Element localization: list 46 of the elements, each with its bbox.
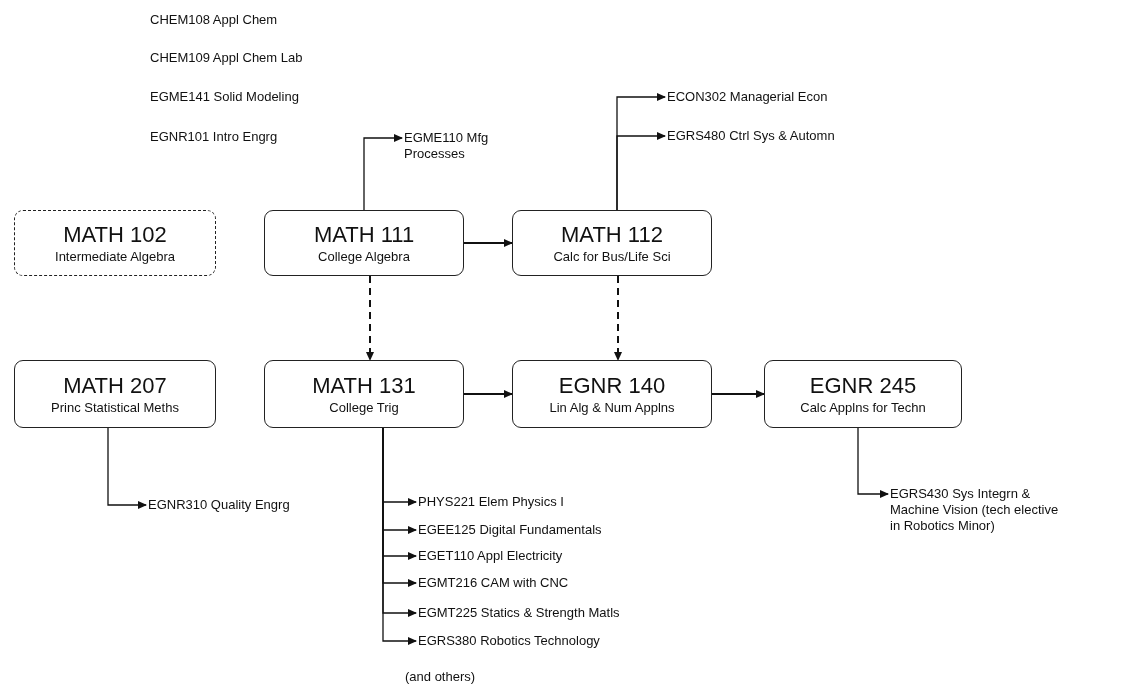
note-text: CHEM108 Appl Chem bbox=[150, 12, 278, 28]
course-name: ECON302 Managerial Econ bbox=[667, 89, 828, 105]
course-name: EGRS480 Ctrl Sys & Automn bbox=[667, 128, 835, 144]
course-name: EGET110 Appl Electricity bbox=[418, 548, 563, 564]
course-box bbox=[264, 360, 464, 428]
course-name: EGME110 Mfg Processes bbox=[404, 130, 500, 162]
course-name: EGMT225 Statics & Strength Matls bbox=[418, 605, 620, 621]
arrow bbox=[363, 134, 403, 211]
course-name: EGRS380 Robotics Technology bbox=[418, 633, 600, 649]
arrow bbox=[366, 275, 374, 361]
course-title: Lin Alg & Num Applns bbox=[549, 398, 675, 416]
course-name: EGMT216 CAM with CNC bbox=[418, 575, 569, 591]
course-name: EGEE125 Digital Fundamentals bbox=[418, 522, 602, 538]
course-code: EGNR 140 bbox=[558, 372, 666, 399]
course-box bbox=[512, 210, 712, 276]
note-text: EGME141 Solid Modeling bbox=[150, 89, 299, 105]
course-code: MATH 112 bbox=[561, 221, 663, 248]
arrow bbox=[463, 239, 513, 247]
note-text: CHEM109 Appl Chem Lab bbox=[150, 50, 303, 66]
arrow bbox=[614, 275, 622, 361]
arrow bbox=[857, 427, 889, 498]
arrow bbox=[107, 427, 147, 509]
course-box bbox=[14, 360, 216, 428]
note-text: (and others) bbox=[405, 669, 476, 685]
course-code: MATH 102 bbox=[63, 221, 167, 248]
course-box bbox=[512, 360, 712, 428]
course-title: College Algebra bbox=[318, 247, 410, 265]
course-title: Princ Statistical Meths bbox=[51, 398, 179, 416]
note-text: EGNR101 Intro Engrg bbox=[150, 129, 278, 145]
course-code: EGNR 245 bbox=[809, 372, 917, 399]
course-code: MATH 207 bbox=[63, 372, 167, 399]
course-box bbox=[764, 360, 962, 428]
course-code: MATH 111 bbox=[313, 221, 415, 248]
arrow bbox=[463, 390, 513, 398]
arrow bbox=[711, 390, 765, 398]
course-name: PHYS221 Elem Physics I bbox=[418, 494, 564, 510]
course-title: Calc Applns for Techn bbox=[800, 398, 926, 416]
course-box bbox=[14, 210, 216, 276]
course-code: MATH 131 bbox=[312, 372, 416, 399]
course-box bbox=[264, 210, 464, 276]
course-name: EGRS430 Sys Integrn & Machine Vision (tech elective in Robotics Minor) bbox=[890, 486, 1065, 534]
course-name: EGNR310 Quality Engrg bbox=[148, 497, 290, 513]
course-title: Calc for Bus/Life Sci bbox=[553, 247, 671, 265]
course-title: College Trig bbox=[329, 398, 399, 416]
course-title: Intermediate Algebra bbox=[55, 247, 175, 265]
arrow bbox=[616, 132, 666, 211]
